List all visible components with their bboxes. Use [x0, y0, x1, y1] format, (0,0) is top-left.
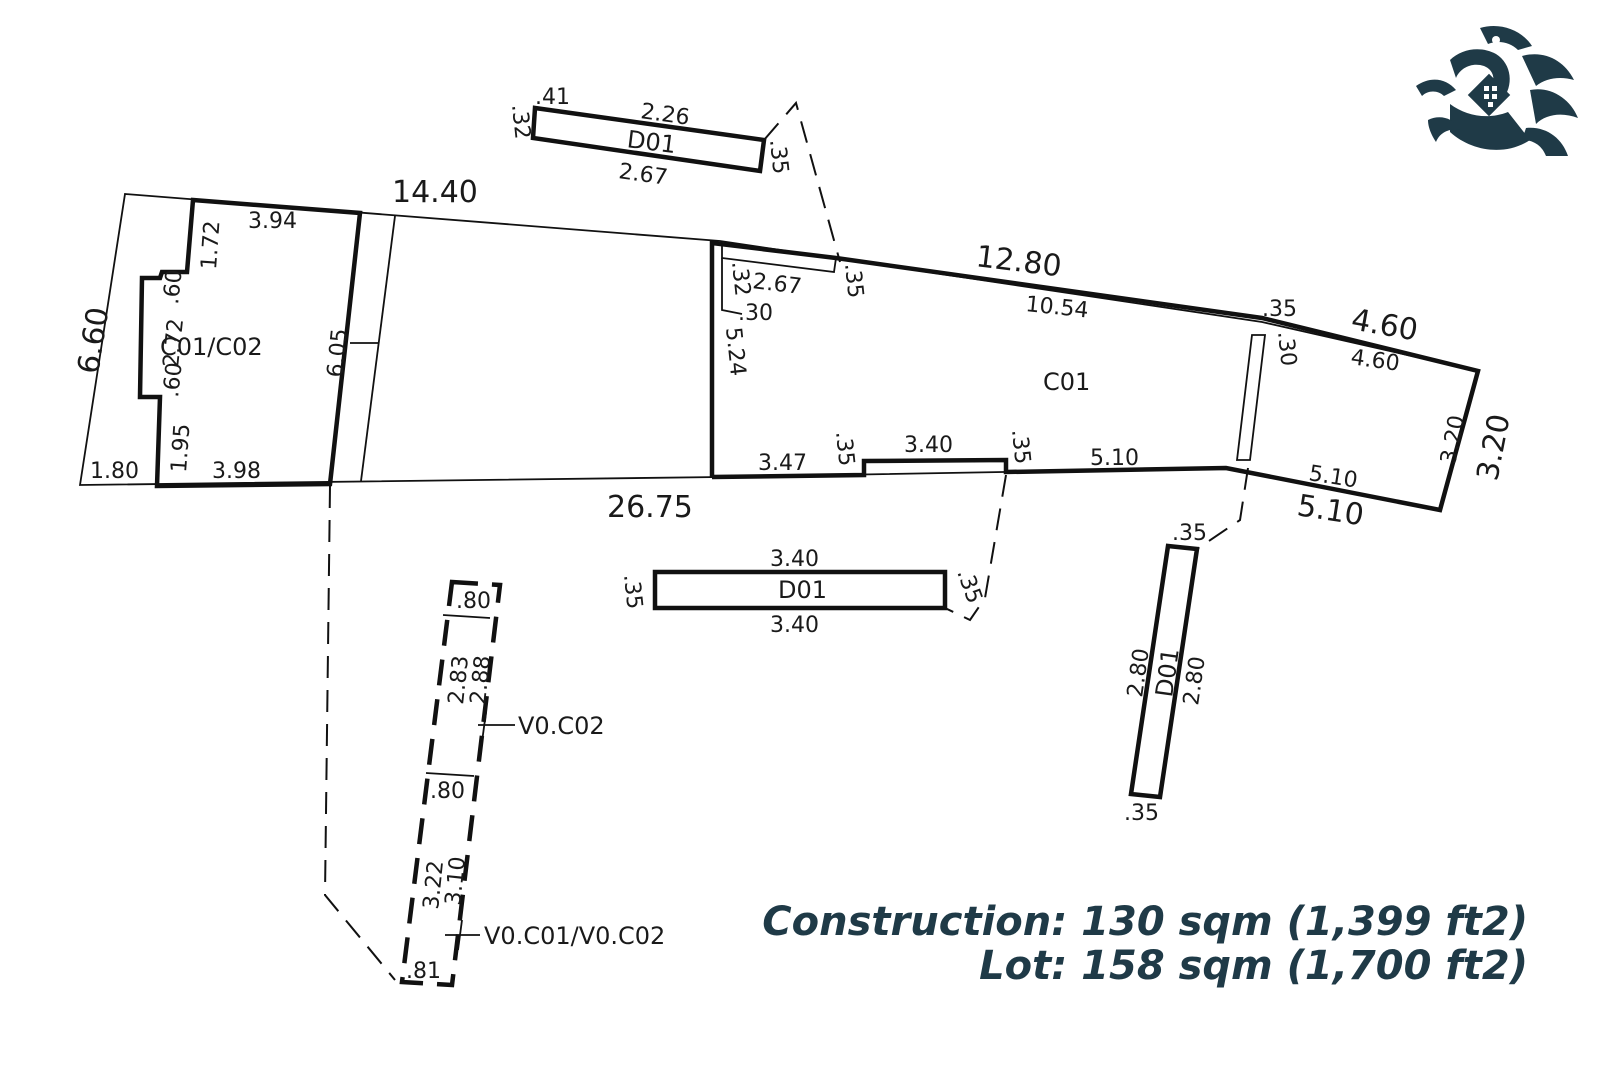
wall-piece-top — [721, 242, 838, 274]
dim-1-72: 1.72 — [197, 220, 225, 271]
lot-area: Lot: 158 sqm (1,700 ft2) — [979, 943, 1528, 989]
dim-5-10-mid: 5.10 — [1090, 446, 1139, 471]
dim-4-60-inner: 4.60 — [1349, 345, 1401, 377]
bird-emblem-icon — [1416, 26, 1578, 156]
construction-area: Construction: 130 sqm (1,399 ft2) — [762, 899, 1528, 945]
dim-3-20-outer: 3.20 — [1470, 411, 1517, 483]
window-right — [1235, 334, 1267, 461]
dim-30-right: .30 — [1272, 330, 1301, 367]
dim-3-47: 3.47 — [758, 451, 807, 476]
dim-35-right-bot: .35 — [1124, 801, 1159, 826]
dim-3-20-inner: 3.20 — [1436, 413, 1470, 466]
dim-32-wall: .32 — [726, 260, 755, 297]
room-d01-middle — [652, 569, 948, 611]
room-vo-c01-c02 — [399, 579, 503, 988]
wall-line — [360, 215, 396, 482]
vo-divider-b — [442, 614, 491, 619]
room-label-c01-c02: C01/C02 — [160, 333, 263, 361]
room-d01-right — [1128, 543, 1200, 800]
dim-3-40-b: 3.40 — [770, 613, 819, 638]
vo-divider-a — [425, 772, 475, 777]
room-label-c01: C01 — [1043, 368, 1090, 396]
dim-2-72: 2.72 — [159, 317, 189, 368]
dim-1-80: 1.80 — [90, 459, 139, 484]
dim-2-83: 2.83 — [444, 654, 474, 705]
vo-c02-tick — [481, 711, 487, 743]
room-d01-top — [530, 105, 767, 174]
dim-3-40-a: 3.40 — [770, 547, 819, 572]
dim-30-wall: .30 — [738, 301, 773, 326]
building-c01-c02 — [137, 197, 363, 489]
dim-35-low-a: .35 — [830, 430, 859, 467]
dim-6-05: 6.05 — [323, 327, 353, 378]
dim-32-top: .32 — [506, 103, 535, 140]
dim-35-low-b: .35 — [1006, 428, 1035, 465]
dim-60-b: .60 — [159, 361, 188, 398]
dim-3-40-low: 3.40 — [904, 433, 953, 458]
dim-81: .81 — [406, 959, 441, 984]
room-label-vo-c02: V0.C02 — [518, 712, 605, 740]
room-label-d01-mid: D01 — [778, 576, 827, 604]
dim-2-67-wall: 2.67 — [751, 269, 803, 300]
dim-35-mid-r: .35 — [951, 566, 986, 607]
dim-3-10: 3.10 — [441, 855, 471, 906]
dim-5-24: 5.24 — [720, 326, 750, 377]
vo-c01-tick — [457, 919, 463, 951]
dim-3-22: 3.22 — [419, 859, 449, 910]
dim-1-95: 1.95 — [167, 423, 195, 474]
dim-35-right-top: .35 — [1172, 521, 1207, 546]
dim-2-80-b: 2.80 — [1179, 655, 1211, 707]
dim-80-b: .80 — [430, 779, 465, 804]
dim-3-94: 3.94 — [248, 209, 297, 234]
dim-60-a: .60 — [159, 268, 188, 305]
dim-3-98: 3.98 — [212, 459, 261, 484]
dim-2-88: 2.88 — [466, 654, 496, 705]
dim-2-67-top: 2.67 — [617, 159, 669, 191]
dim-35-wall: .35 — [839, 262, 868, 299]
dim-35-top-right: .35 — [1262, 297, 1297, 322]
dim-41: .41 — [535, 85, 570, 110]
room-label-d01-top: D01 — [625, 125, 677, 159]
dim-5-10-inner: 5.10 — [1307, 461, 1359, 493]
dashed-link-left — [323, 485, 396, 981]
dim-35-mid-l: .35 — [618, 573, 647, 610]
room-label-vo-c01-c02: V0.C01/V0.C02 — [484, 922, 665, 950]
room-label-d01-right: D01 — [1150, 646, 1185, 698]
dim-2-26: 2.26 — [639, 99, 691, 131]
dim-26-75: 26.75 — [607, 490, 693, 525]
dashed-link-middle — [944, 474, 1007, 622]
dim-14-40: 14.40 — [392, 175, 478, 210]
dim-6-60: 6.60 — [71, 305, 116, 376]
dashed-link-right — [1196, 467, 1249, 550]
dim-10-54: 10.54 — [1024, 292, 1089, 323]
dim-35-top: .35 — [764, 138, 793, 175]
dashed-link-top — [763, 100, 841, 263]
wall-piece-left — [721, 258, 743, 315]
dim-80-a: .80 — [456, 589, 491, 614]
